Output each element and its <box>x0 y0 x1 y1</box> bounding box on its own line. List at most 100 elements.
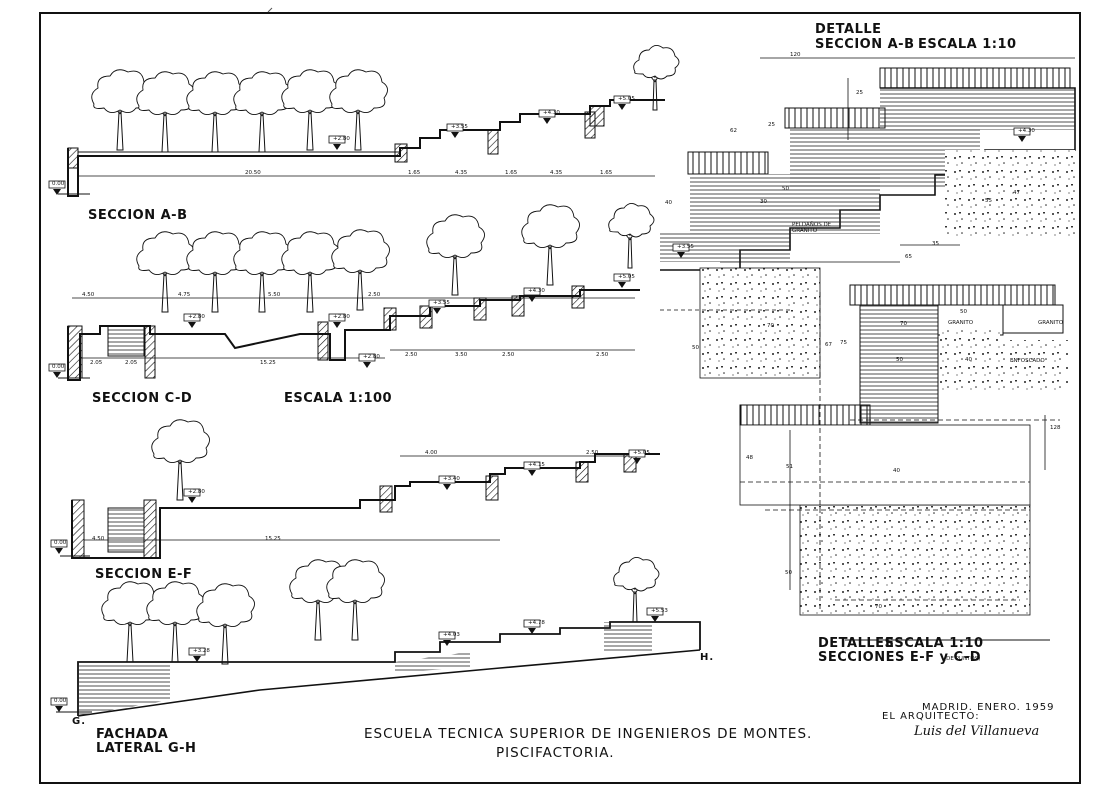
section-ab-level-1: +2.80 <box>333 136 350 142</box>
detail-ab-dim-0: 120 <box>790 52 801 58</box>
section-ef-terrace <box>71 453 660 559</box>
section-ef-level-2: +3.40 <box>443 476 460 482</box>
footer-date: MADRID. ENERO. 1959 <box>922 702 1055 713</box>
section-cd-dim-7: 2.50 <box>405 352 418 358</box>
detail-efcd-label-line2: SECCIONES E-F y C-D <box>818 650 982 665</box>
section-ef-dim-2: 4.00 <box>425 450 438 456</box>
detail-efcd-label-2: ENFOSCADO <box>1010 358 1045 364</box>
section-ab-level-0: 0.00 <box>52 181 65 187</box>
footer-school: ESCUELA TECNICA SUPERIOR DE INGENIEROS D… <box>364 726 813 742</box>
elevation-gh-label-line2: LATERAL G-H <box>96 741 197 756</box>
section-cd-dim-2: 5.50 <box>268 292 281 298</box>
section-cd-dim-0: 4.50 <box>82 292 95 298</box>
detail-ab-dim-10: 67 <box>825 342 832 348</box>
detail-efcd-dim-1: 40 <box>965 357 972 363</box>
detail-efcd-label-1: GRANITO <box>1038 320 1064 326</box>
elevation-gh-slope <box>77 649 701 717</box>
section-ab-dim-1: 1.65 <box>408 170 421 176</box>
detail-ab-dim-13: 40 <box>665 200 672 206</box>
detail-ab-scale: ESCALA 1:10 <box>918 37 1017 52</box>
section-cd-dim-9: 2.50 <box>502 352 515 358</box>
section-cd-dim-10: 2.50 <box>596 352 609 358</box>
footer-architect-label: EL ARQUITECTO: <box>882 711 980 722</box>
section-ab-dim-4: 4.35 <box>550 170 563 176</box>
detail-efcd-dim-2: 70 <box>900 321 907 327</box>
elevation-gh-label-line1: FACHADA <box>96 727 169 742</box>
detail-efcd-scale: ESCALA 1:10 <box>885 636 984 651</box>
section-cd-level-5: +4.30 <box>528 288 545 294</box>
section-cd-label: SECCION C-D <box>92 391 193 406</box>
section-ab-level-3: +4.30 <box>543 110 560 116</box>
detail-efcd-dim-6: 40 <box>893 468 900 474</box>
elevation-gh <box>56 556 701 717</box>
elevation-gh-level-1: +3.28 <box>193 648 210 654</box>
elevation-gh-level-0: 0.00 <box>54 698 67 704</box>
section-cd-level-1: +2.80 <box>188 314 205 320</box>
section-ab-label: SECCION A-B <box>88 208 188 223</box>
section-ef-level-4: +5.05 <box>633 450 650 456</box>
detail-efcd-dim-10: 50 <box>785 570 792 576</box>
section-ef <box>60 419 660 559</box>
footer-signature: Luis del Villanueva <box>914 724 1040 739</box>
section-ef-level-3: +4.15 <box>528 462 545 468</box>
detail-ab-dim-9: 50 <box>692 345 699 351</box>
section-cd <box>58 202 655 381</box>
pencil-mark <box>267 7 273 13</box>
section-ab-dim-5: 1.65 <box>600 170 613 176</box>
section-ef-level-0: 0.00 <box>54 540 67 546</box>
section-cd-level-4: +3.55 <box>433 300 450 306</box>
section-cd-scale: ESCALA 1:100 <box>284 391 393 406</box>
section-cd-level-3: +2.80 <box>363 354 380 360</box>
section-ab-dim-2: 4.35 <box>455 170 468 176</box>
section-ef-label: SECCION E-F <box>95 567 193 582</box>
section-cd-dim-1: 4.75 <box>178 292 191 298</box>
detail-efcd-label-0: GRANITO <box>948 320 974 326</box>
elevation-gh-point-g: G. <box>72 716 87 727</box>
detail-efcd <box>739 284 1068 641</box>
detail-ab-level-2: +3.55 <box>677 244 694 250</box>
detail-ab <box>660 57 1076 379</box>
section-ab-level-4: +5.05 <box>618 96 635 102</box>
detail-ab-label-line2: SECCION A-B <box>815 37 915 52</box>
detail-ab-dim-3: 25 <box>768 122 775 128</box>
detail-ab-label-line1: DETALLE <box>815 22 882 37</box>
elevation-gh-level-4: +5.53 <box>651 608 668 614</box>
detail-efcd-dim-4: 50 <box>896 357 903 363</box>
detail-ab-dim-7: 65 <box>905 254 912 260</box>
detail-ab-dim-4: 30 <box>760 199 767 205</box>
detail-ab-dim-12: 55 <box>985 198 992 204</box>
detail-efcd-dim-0: 50 <box>960 309 967 315</box>
detail-ab-dim-1: 62 <box>730 128 737 134</box>
section-ef-dim-1: 15.25 <box>265 536 281 542</box>
detail-ab-note: PELDAÑOS DE GRANITO <box>792 222 832 234</box>
section-cd-dim-8: 3.50 <box>455 352 468 358</box>
section-ab-dim-3: 1.65 <box>505 170 518 176</box>
section-cd-dim-4: 2.05 <box>90 360 103 366</box>
section-cd-dim-6: 15.25 <box>260 360 276 366</box>
section-ef-tree <box>151 419 211 501</box>
footer-project: PISCIFACTORIA. <box>496 745 615 761</box>
detail-ab-dim-6: 35 <box>932 241 939 247</box>
section-ab <box>58 44 680 197</box>
detail-efcd-dim-7: 48 <box>746 455 753 461</box>
section-ab-level-2: +3.55 <box>451 124 468 130</box>
detail-efcd-note-small: (DE PUNTOS) <box>944 656 981 662</box>
detail-efcd-dim-9: 70 <box>875 604 882 610</box>
section-cd-dim-3: 2.50 <box>368 292 381 298</box>
detail-ab-dim-5: 50 <box>782 186 789 192</box>
section-ef-level-1: +2.80 <box>188 489 205 495</box>
sheet-border <box>39 12 1081 784</box>
detail-ab-level: +4.30 <box>1018 128 1035 134</box>
section-cd-level-6: +5.05 <box>618 274 635 280</box>
detail-efcd-label-line1: DETALLES <box>818 636 895 651</box>
detail-ab-dim-2: 25 <box>856 90 863 96</box>
section-ef-dim-0: 4.50 <box>92 536 105 542</box>
elevation-gh-level-3: +4.78 <box>528 620 545 626</box>
detail-efcd-dim-3: 75 <box>840 340 847 346</box>
elevation-gh-level-2: +4.03 <box>443 632 460 638</box>
section-cd-level-0: 0.00 <box>52 364 65 370</box>
detail-ab-dim-8: 70 <box>767 323 774 329</box>
section-cd-dim-5: 2.05 <box>125 360 138 366</box>
section-ef-dim-3: 2.50 <box>586 450 599 456</box>
